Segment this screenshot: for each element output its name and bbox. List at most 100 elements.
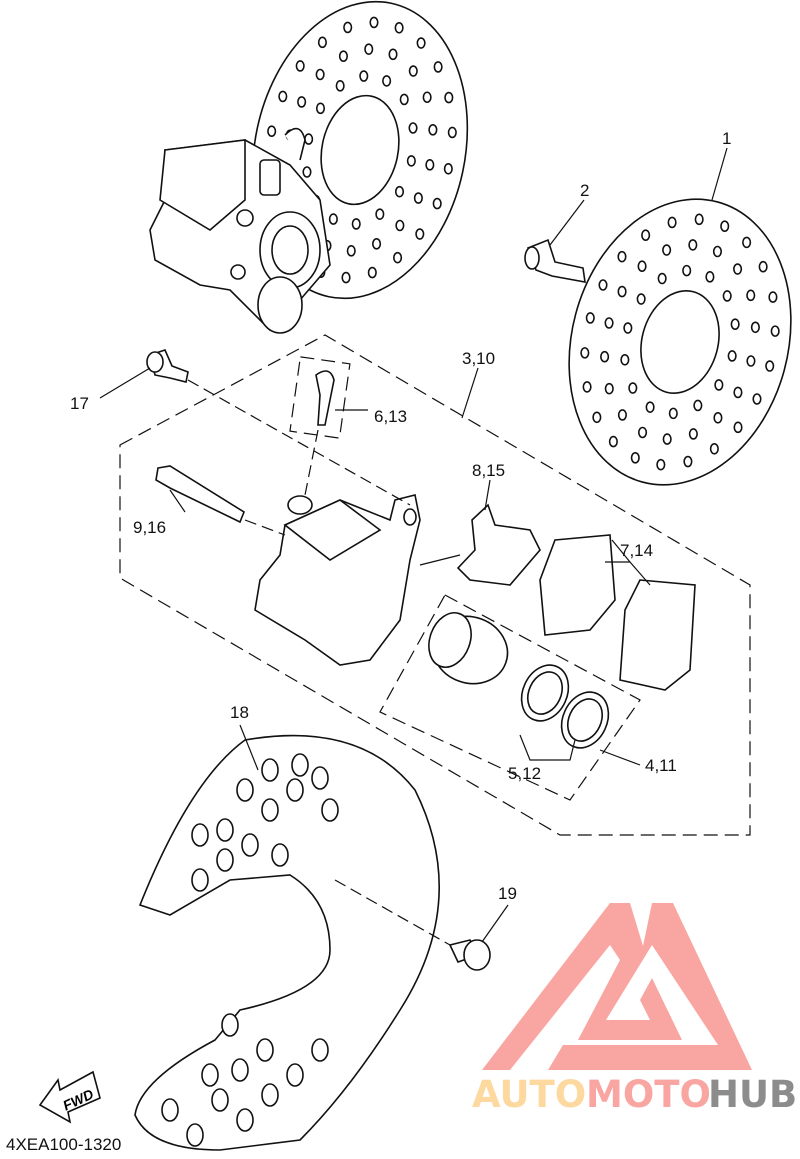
disc-hole — [267, 125, 277, 138]
callout-2: 2 — [580, 181, 589, 200]
disc-hole — [608, 435, 618, 448]
disc-hole — [667, 216, 677, 229]
disc-hole — [278, 90, 288, 103]
logo-moto: MOTO — [586, 1073, 711, 1116]
disc-hole — [592, 411, 602, 424]
disc-hole — [620, 353, 630, 366]
automotohub-logo: AUTO MOTO HUB — [472, 903, 797, 1116]
guard-hole — [286, 778, 304, 802]
disc-hole — [645, 401, 655, 413]
disc-hole — [372, 238, 382, 250]
callout-5-12: 5,12 — [508, 764, 541, 783]
disc-hole — [682, 264, 692, 277]
guard-hole — [261, 798, 279, 822]
piston-kit-group — [379, 594, 641, 801]
disc-hole — [415, 228, 425, 240]
disc-hole — [317, 36, 327, 49]
callout-7-14: 7,14 — [620, 541, 653, 560]
disc-hole — [433, 61, 443, 73]
disc-hole — [693, 399, 703, 412]
disc-hole — [714, 379, 724, 391]
disc-hole — [636, 293, 646, 305]
guard-hole — [311, 766, 329, 790]
disc-hole — [335, 80, 345, 92]
disc-hole — [712, 245, 723, 258]
guard-hole — [211, 1088, 229, 1112]
disc-hole — [413, 192, 423, 204]
disc-hole — [709, 442, 719, 455]
guard-hole — [261, 758, 279, 782]
guard-hole — [186, 1123, 204, 1147]
guard-hole — [201, 1063, 219, 1087]
disc-hole — [408, 65, 418, 77]
disc-hole — [637, 426, 648, 439]
guard-hole — [271, 843, 289, 867]
guard-hole — [311, 1038, 329, 1062]
disc-hole — [662, 433, 672, 445]
disc-hole — [637, 260, 647, 273]
disc-hole — [302, 166, 312, 178]
leader-lines — [99, 147, 728, 946]
guard-hole — [191, 868, 209, 892]
disc-hole — [598, 279, 608, 291]
disc-hole — [705, 271, 715, 283]
callout-6-13: 6,13 — [374, 407, 407, 426]
guard-hole — [241, 833, 259, 857]
disc-hole — [604, 317, 614, 329]
disc-hole — [369, 16, 379, 29]
disc-hole — [447, 126, 457, 139]
callout-4-11: 4,11 — [645, 756, 677, 775]
disc-hole — [295, 60, 305, 72]
disc-hole — [770, 325, 780, 337]
disc-hole — [600, 350, 610, 363]
disc-hole — [641, 229, 651, 242]
disc-hole — [346, 245, 356, 257]
piston-part-4 — [428, 612, 509, 685]
disc-guard-part-18 — [134, 734, 440, 1151]
disc-hole — [765, 360, 775, 372]
disc-hole — [359, 70, 369, 82]
disc-hole — [758, 260, 768, 273]
disc-hole — [297, 96, 307, 108]
disc-hole — [351, 218, 361, 230]
logo-hub: HUB — [708, 1073, 797, 1116]
disc-hole — [733, 263, 743, 275]
disc-hole — [768, 291, 778, 303]
pad-pin-part-9 — [155, 465, 245, 524]
disc-hole — [694, 213, 704, 226]
disc-hole — [662, 244, 672, 256]
brake-pads-part-7 — [539, 534, 696, 691]
guard-hole — [191, 823, 209, 847]
disc-hole — [432, 197, 442, 210]
guard-hole — [161, 1098, 179, 1122]
disc-hole — [422, 91, 432, 104]
logo-auto: AUTO — [472, 1073, 586, 1116]
callout-8-15: 8,15 — [472, 461, 505, 480]
guard-hole — [231, 1058, 249, 1082]
bolt-part-19 — [448, 939, 491, 971]
disc-hole — [382, 75, 392, 87]
piston-seals-part-5 — [520, 664, 610, 749]
disc-hole — [304, 133, 314, 145]
guard-hole — [236, 1108, 254, 1132]
disc-hole — [733, 386, 743, 399]
guard-hole — [256, 1038, 274, 1062]
callout-18: 18 — [230, 703, 249, 722]
disc-hole — [742, 236, 752, 249]
guard-hole — [216, 818, 234, 842]
disc-hole — [393, 251, 403, 264]
pad-spring-part-8 — [456, 503, 541, 586]
disc-hole — [720, 220, 730, 232]
disc-hole — [617, 409, 627, 421]
disc-hole — [733, 421, 743, 434]
disc-hole — [746, 289, 756, 302]
disc-hole — [722, 290, 732, 302]
disc-hole — [399, 93, 409, 106]
disc-hole — [395, 219, 405, 232]
disc-hole — [668, 407, 678, 420]
callout-17: 17 — [70, 394, 89, 413]
bleed-screw-part-6 — [315, 370, 335, 426]
disc-hole — [428, 124, 438, 136]
callout-19: 19 — [498, 884, 517, 903]
